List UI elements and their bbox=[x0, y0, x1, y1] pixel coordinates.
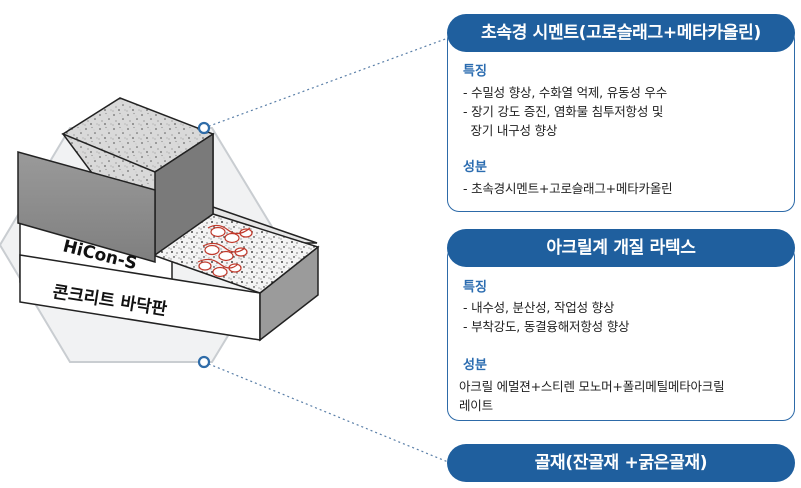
cement-feature-3: 장기 내구성 향상 bbox=[463, 123, 558, 138]
connector-line-bottom bbox=[203, 361, 449, 463]
cement-features-heading: 특징 bbox=[463, 64, 487, 79]
connector-line-top bbox=[203, 37, 449, 129]
connector-dot-top bbox=[197, 121, 211, 135]
latex-feature-2: - 부착강도, 동결융해저항성 향상 bbox=[463, 319, 630, 334]
latex-component-1: 아크릴 에멀젼+스티렌 모노머+폴리메틸메타아크릴 bbox=[459, 379, 725, 394]
latex-features-heading: 특징 bbox=[463, 280, 487, 295]
overlay-face bbox=[17, 151, 156, 263]
aggregate-title: 골재(잔골재 +굵은골재) bbox=[447, 444, 795, 482]
latex-feature-1: - 내수성, 분산성, 작업성 향상 bbox=[463, 300, 615, 315]
latex-component-2: 레이트 bbox=[459, 398, 493, 413]
latex-particles bbox=[197, 224, 253, 278]
cement-feature-1: - 수밀성 향상, 수화열 억제, 유동성 우수 bbox=[463, 85, 667, 100]
latex-card bbox=[447, 245, 795, 421]
cement-component-1: - 초속경시멘트+고로슬래그+메타카올린 bbox=[463, 181, 673, 196]
cement-card bbox=[447, 28, 795, 212]
cement-feature-2: - 장기 강도 증진, 염화물 침투저항성 및 bbox=[463, 104, 664, 119]
latex-components-heading: 성분 bbox=[463, 358, 487, 373]
cement-title: 초속경 시멘트(고로슬래그+메타카올린) bbox=[447, 14, 795, 52]
latex-title: 아크릴계 개질 라텍스 bbox=[447, 229, 795, 267]
connector-dot-bottom bbox=[197, 355, 211, 369]
cement-components-heading: 성분 bbox=[463, 160, 487, 175]
